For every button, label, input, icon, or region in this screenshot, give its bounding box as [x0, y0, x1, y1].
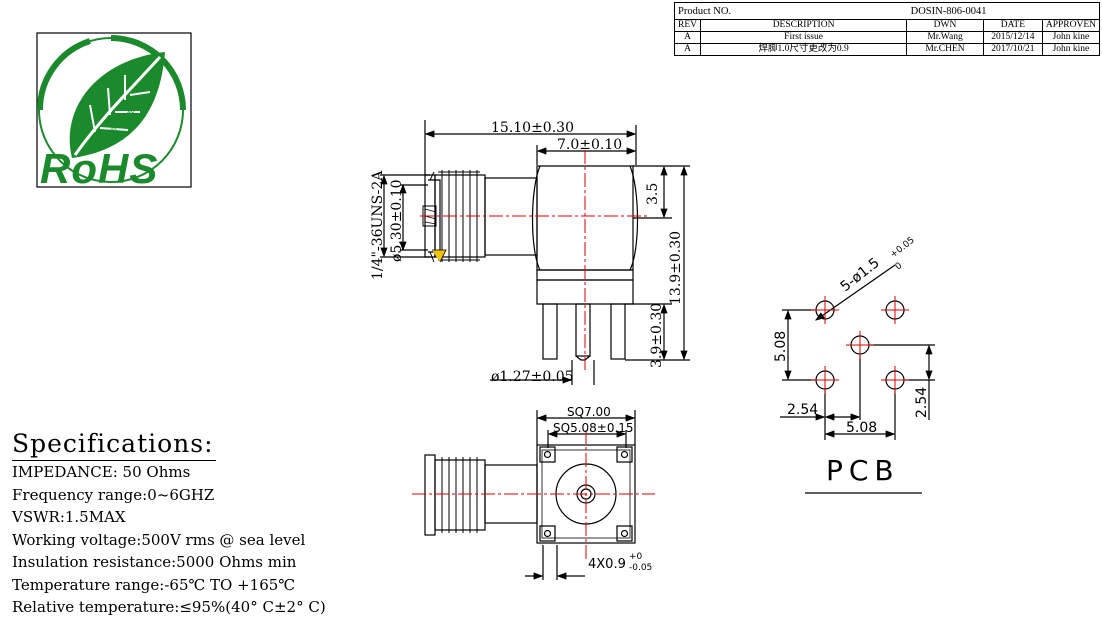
logo-text: RoHS — [40, 145, 158, 192]
description-cell: 焊脚1.0尺寸更改为0.9 — [699, 43, 908, 56]
pcb-centerlines — [811, 296, 909, 394]
dim-pin-dia: ø1.27±0.05 — [491, 369, 574, 385]
side-centerlines — [420, 150, 650, 370]
dim-sq-inner: SQ5.08±0.15 — [553, 421, 634, 435]
pcb-dim-horizontal: 5.08 — [846, 420, 877, 436]
title-block: Product NO. DOSIN-806-0041 REV DESCRIPTI… — [673, 2, 1101, 56]
pcb-hole-sup: +0.05 — [889, 235, 917, 260]
spec-line: Relative temperature:≤95%(40° C±2° C) — [12, 598, 326, 616]
connector-bottom-view — [424, 410, 636, 580]
date-cell: 2017/10/21 — [982, 43, 1043, 56]
pcb-label: PCB — [826, 454, 900, 487]
dim-sq-outer: SQ7.00 — [567, 405, 611, 419]
dim-body-width: 7.0±0.10 — [557, 137, 622, 153]
bottom-centerlines — [412, 430, 655, 560]
spec-line: Temperature range:-65℃ TO +165℃ — [12, 575, 296, 594]
dim-inner-dia: ø5.30±0.10 — [389, 179, 405, 262]
dim-pin-size: 4X0.9 — [588, 557, 626, 572]
specifications-block: Specifications: IMPEDANCE: 50 Ohms Frequ… — [12, 428, 326, 619]
pcb-dim-offset-x: 2.54 — [787, 402, 818, 418]
spec-line: Working voltage:500V rms @ sea level — [12, 530, 306, 549]
dim-pin-size-sub: -0.05 — [629, 563, 652, 573]
connector-side-view — [380, 120, 690, 385]
dim-overall-length: 15.10±0.30 — [491, 120, 574, 136]
rohs-logo: Green Product RoHS — [36, 32, 192, 192]
spec-line: IMPEDANCE: 50 Ohms — [12, 463, 191, 481]
dim-top-offset: 3.5 — [645, 183, 661, 205]
dim-pin-length: 3.9±0.30 — [649, 303, 665, 368]
specifications-title: Specifications: — [12, 428, 216, 461]
pcb-dim-vertical: 5.08 — [773, 331, 789, 362]
pcb-dim-offset-y: 2.54 — [914, 387, 930, 418]
dim-thread: 1/4"-36UNS-2A — [370, 170, 386, 280]
spec-line: Frequency range:0~6GHZ — [12, 485, 215, 504]
approven-cell: John kine — [1041, 43, 1101, 56]
pcb-hole-sub: 0 — [894, 261, 905, 273]
leaf-icon — [69, 52, 165, 158]
spec-line: VSWR:1.5MAX — [12, 508, 126, 526]
dim-height: 13.9±0.30 — [668, 231, 684, 305]
dim-pin-size-sup: +0 — [629, 552, 643, 562]
spec-line: Insulation resistance:5000 Ohms min — [12, 553, 297, 571]
